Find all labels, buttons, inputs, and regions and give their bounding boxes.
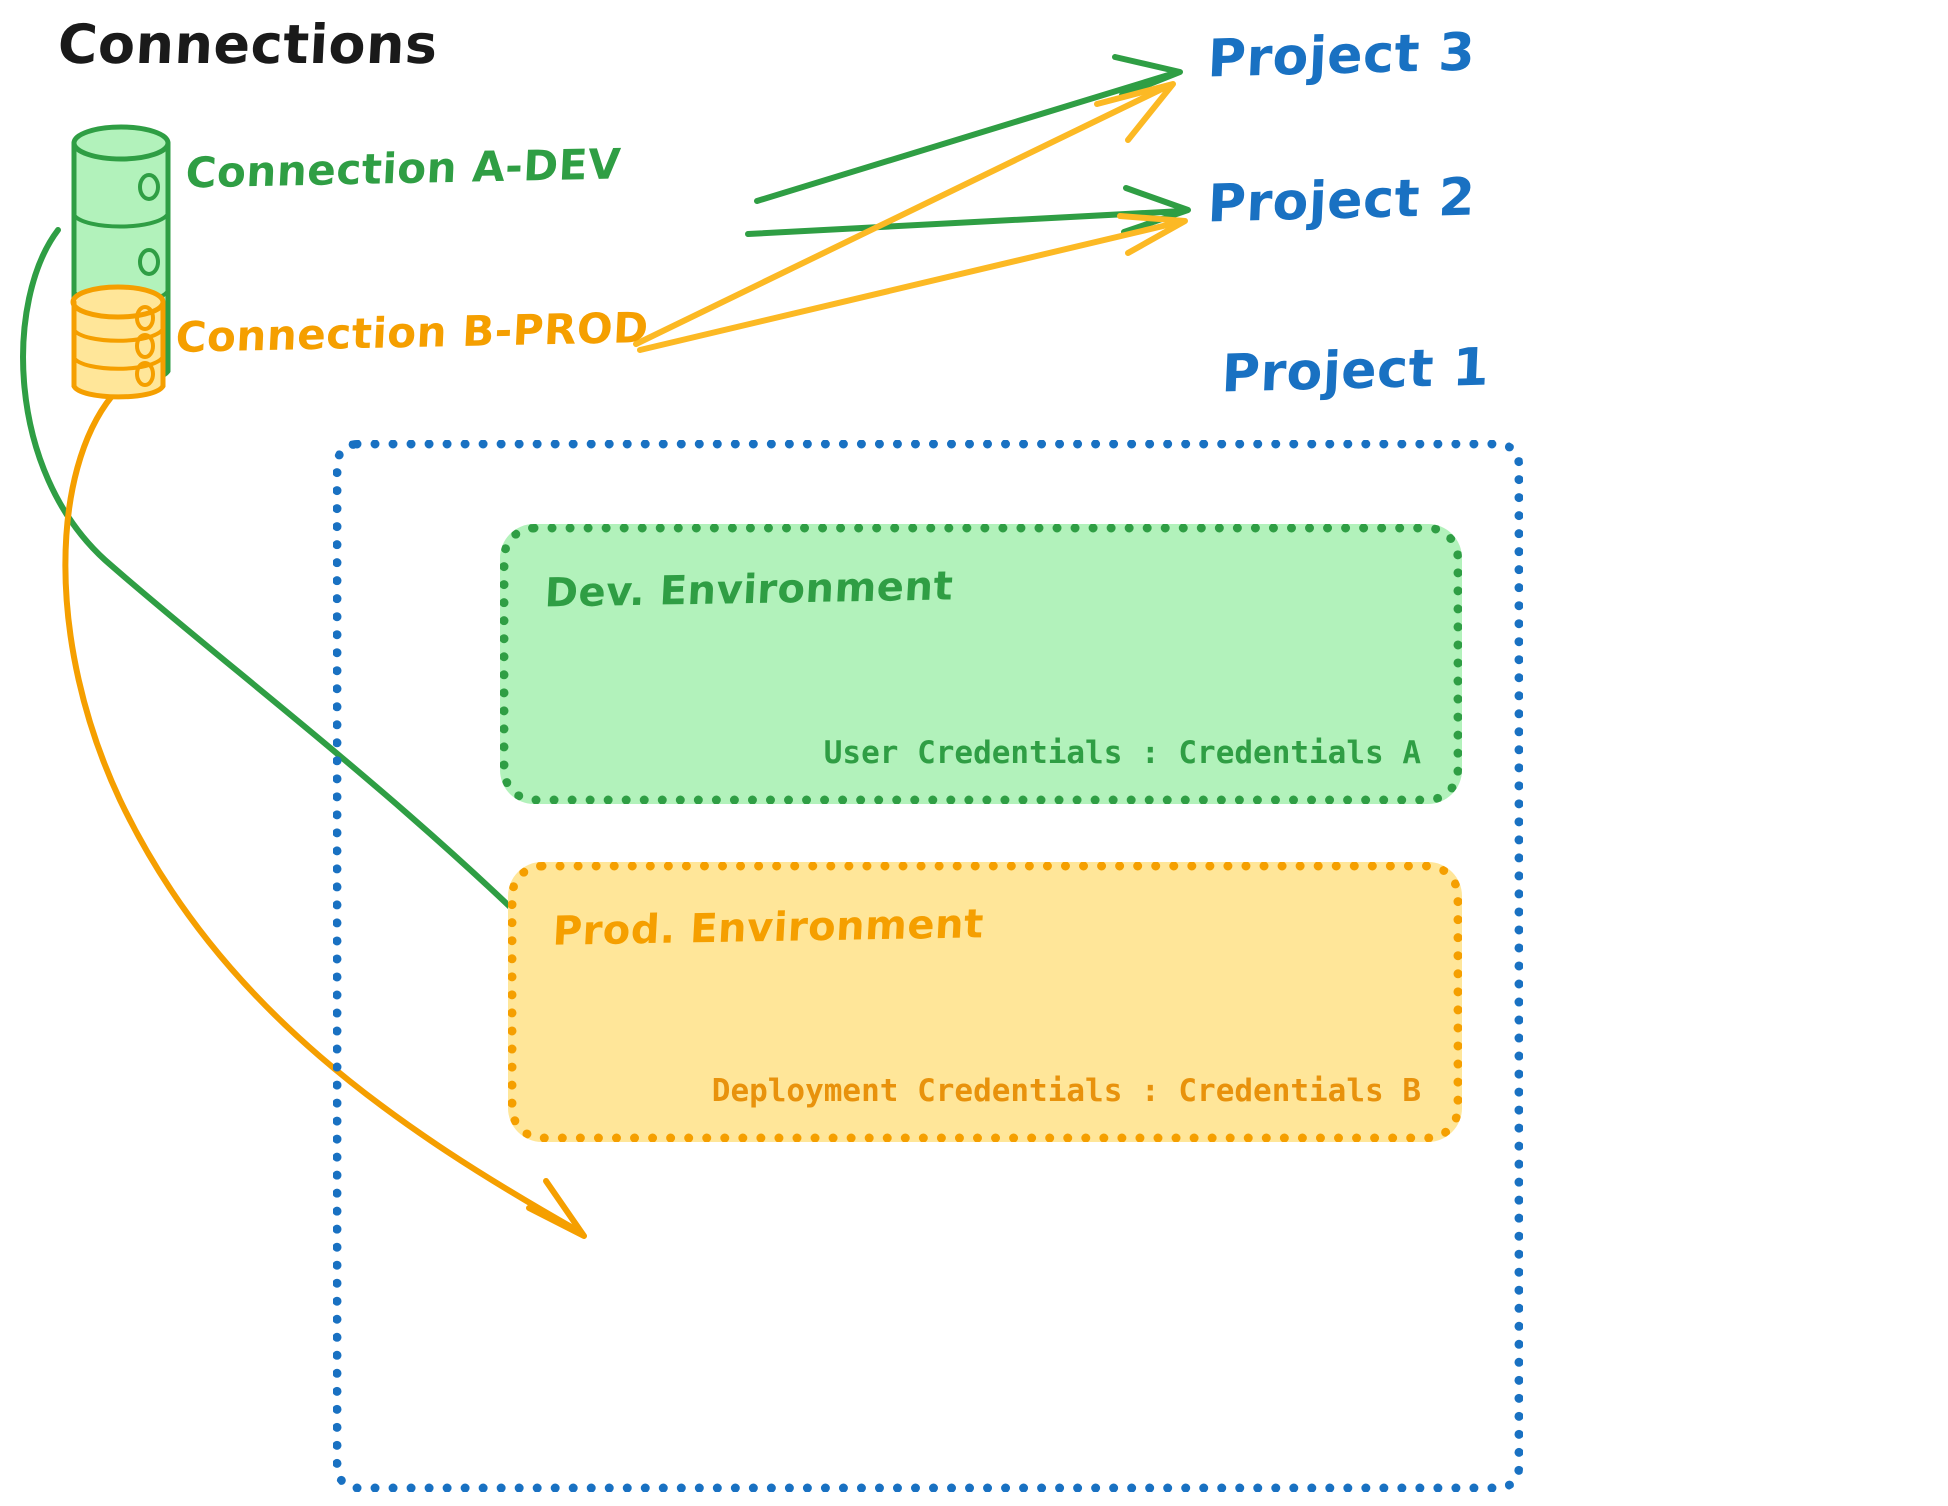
project-1-boundary — [333, 440, 1523, 1492]
project-label-project-2[interactable]: Project 2 — [1206, 167, 1477, 235]
dev-environment-box[interactable]: Dev. Environment User Credentials : Cred… — [500, 524, 1462, 804]
prod-environment-box[interactable]: Prod. Environment Deployment Credentials… — [508, 862, 1462, 1142]
edge-a-dev-to-project-3 — [754, 54, 1183, 204]
dev-environment-credentials: User Credentials : Credentials A — [823, 735, 1421, 771]
database-icon-connection-a-dev — [71, 124, 171, 385]
edge-a-dev-to-project-2 — [745, 185, 1191, 237]
dev-environment-title: Dev. Environment — [543, 563, 955, 617]
project-label-project-3[interactable]: Project 3 — [1206, 22, 1477, 90]
edge-b-prod-to-project-2 — [637, 213, 1188, 353]
prod-environment-credentials: Deployment Credentials : Credentials B — [711, 1073, 1421, 1109]
connection-label-a-dev[interactable]: Connection A-DEV — [184, 139, 623, 198]
page-title: Connections — [56, 13, 440, 76]
edge-b-prod-to-project-3 — [633, 81, 1176, 347]
project-label-project-1[interactable]: Project 1 — [1220, 337, 1491, 405]
database-icon-connection-b-prod — [70, 284, 166, 400]
prod-environment-title: Prod. Environment — [551, 901, 985, 955]
connection-label-b-prod[interactable]: Connection B-PROD — [174, 303, 650, 362]
